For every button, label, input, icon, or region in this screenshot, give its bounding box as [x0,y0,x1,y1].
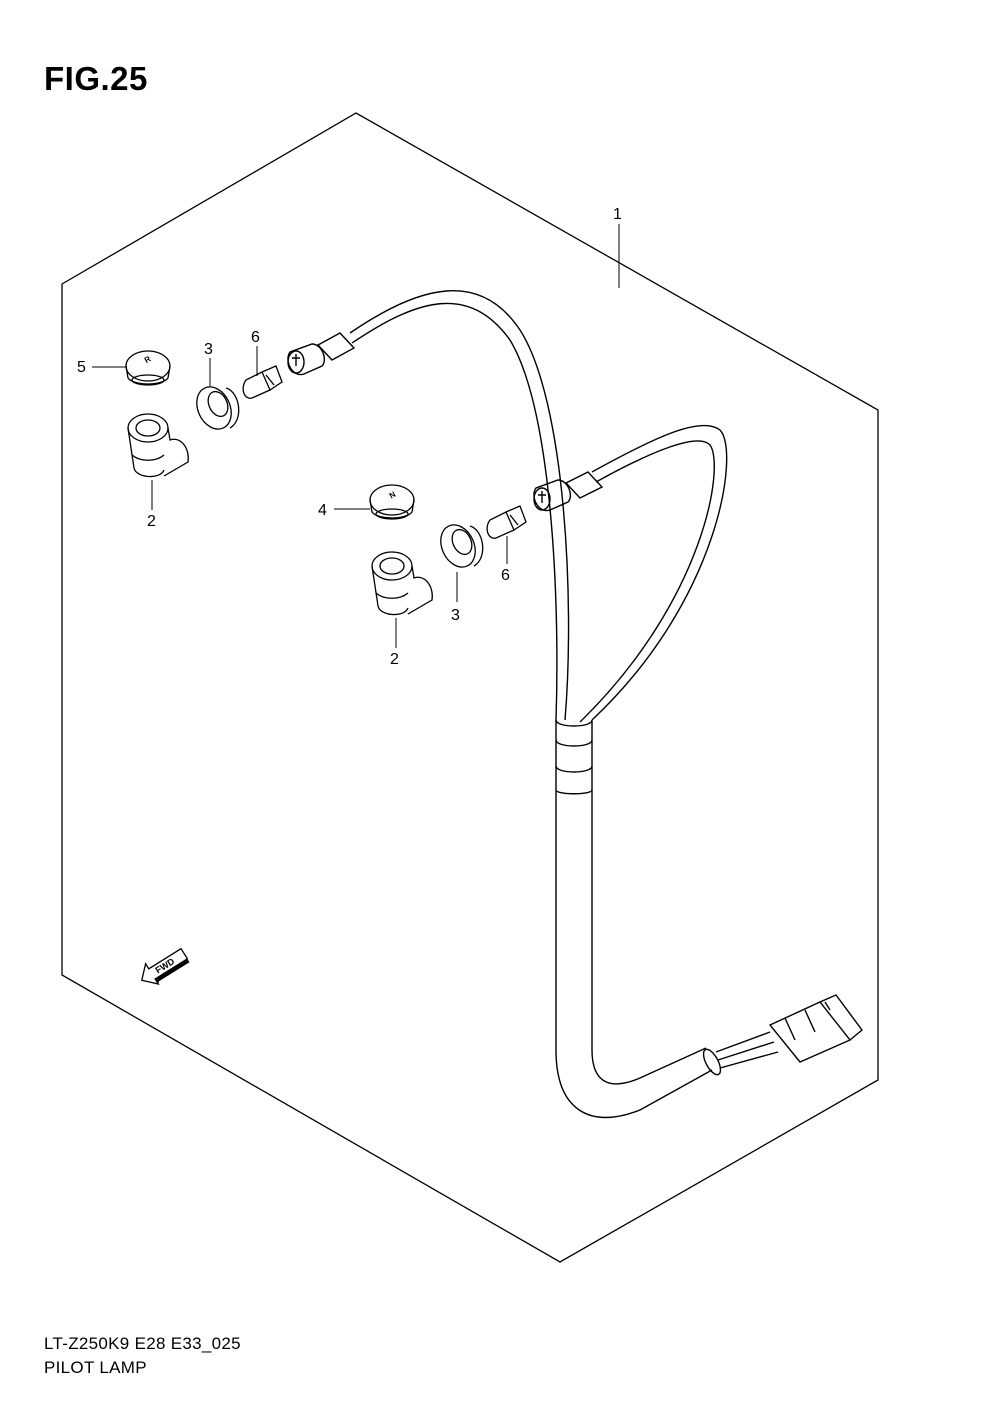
cushion-left [196,386,240,430]
callout-bulb-left: 6 [251,329,260,346]
leader-lines [92,224,620,648]
cushion-right [440,524,484,568]
forward-direction-arrow: FWD [141,947,190,986]
neutral-lens-marking: N [388,490,398,501]
section-name: PILOT LAMP [44,1358,147,1377]
callout-cushion-left: 3 [204,341,213,358]
bulb-left [242,365,283,399]
callout-lens-neutral: 4 [318,502,327,519]
diagram-frame [61,112,879,1263]
callout-socket-right: 2 [390,651,399,668]
reverse-indicator-lens [125,350,171,386]
callout-lens-reverse: 5 [77,359,86,376]
neutral-indicator-lens [369,484,415,520]
callout-cushion-right: 3 [451,607,460,624]
bulb-socket-left [127,413,189,478]
wiring-harness [287,290,863,1119]
bulb-right [486,505,527,539]
callout-socket-left: 2 [147,513,156,530]
callout-bulb-right: 6 [501,567,510,584]
figure-title: FIG.25 [44,60,148,97]
reverse-lens-marking: R [143,354,153,365]
model-code: LT-Z250K9 E28 E33_025 [44,1334,241,1353]
callout-harness: 1 [613,206,622,223]
bulb-socket-right [371,551,433,616]
